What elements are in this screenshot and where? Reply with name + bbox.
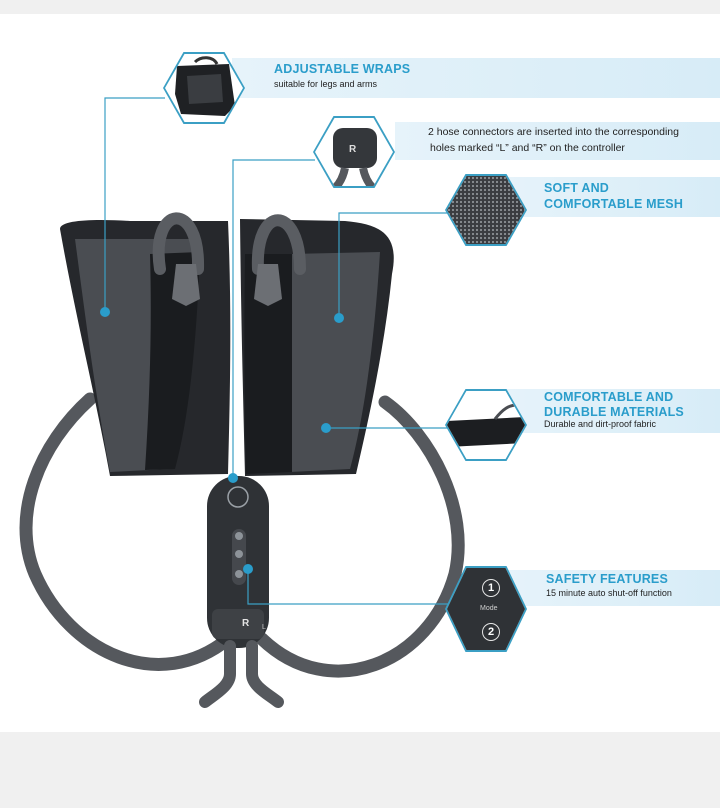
- feature-materials-subtitle: Durable and dirt-proof fabric: [544, 419, 657, 429]
- leg-wraps-illustration: [19, 212, 465, 708]
- band-mesh: [505, 177, 720, 217]
- band-materials: [505, 389, 720, 433]
- feature-mesh-title-2: COMFORTABLE MESH: [544, 197, 684, 211]
- feature-wraps-title: ADJUSTABLE WRAPS: [274, 62, 411, 76]
- band-safety: [505, 570, 720, 606]
- callout-lines: [100, 97, 448, 605]
- bottom-gray-area: [0, 732, 720, 808]
- band-wraps: [232, 58, 720, 98]
- feature-safety-subtitle: 15 minute auto shut-off function: [546, 588, 672, 598]
- mode-button-one-label: 1: [482, 579, 500, 597]
- mode-label: Mode: [480, 605, 498, 612]
- feature-wraps-subtitle: suitable for legs and arms: [274, 79, 378, 89]
- feature-hose-line1: 2 hose connectors are inserted into the …: [428, 126, 679, 138]
- mode-button-two-label: 2: [482, 623, 500, 641]
- band-hose: [395, 122, 720, 160]
- feature-materials-title-2: DURABLE MATERIALS: [544, 405, 684, 419]
- feature-hose-line2: holes marked “L” and “R” on the controll…: [430, 142, 625, 154]
- product-infographic: R L R: [0, 14, 720, 732]
- feature-materials-title-1: COMFORTABLE AND: [544, 390, 674, 404]
- controller-port-r-label: R: [242, 618, 250, 629]
- svg-text:R: R: [349, 144, 357, 155]
- feature-safety-title: SAFETY FEATURES: [546, 572, 668, 586]
- controller-port-l-label: L: [262, 624, 266, 631]
- feature-mesh-title-1: SOFT AND: [544, 181, 610, 195]
- hex-wraps-thumbnail: [163, 52, 245, 124]
